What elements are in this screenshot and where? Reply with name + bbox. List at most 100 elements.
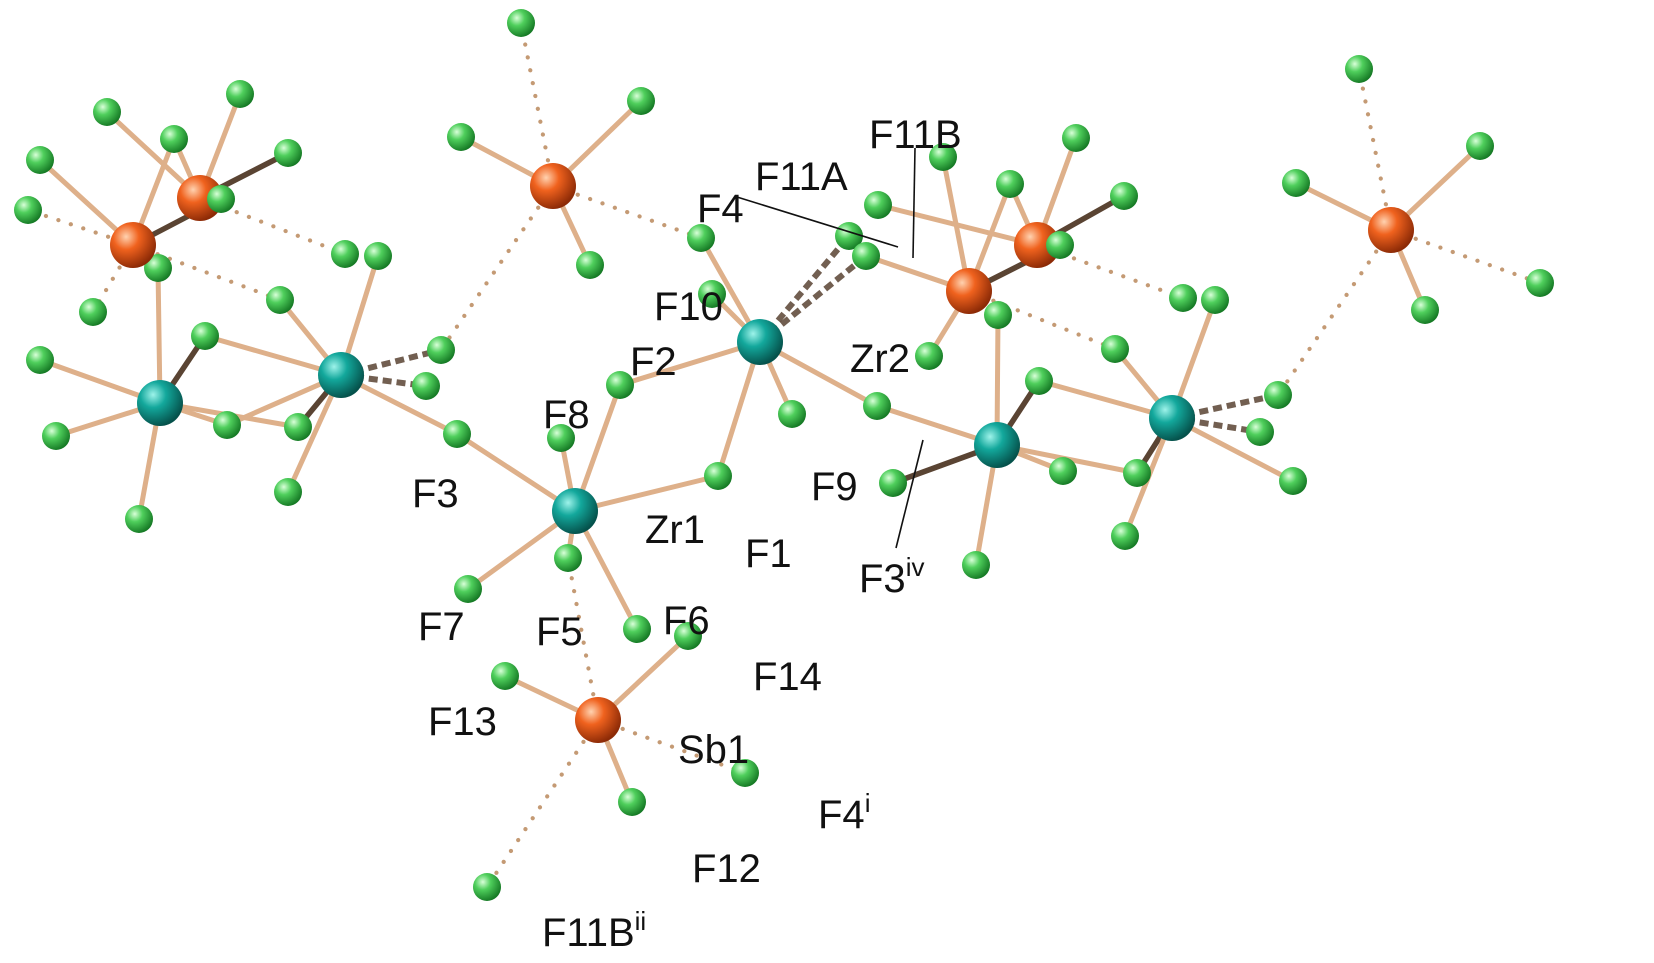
- fluorine-atom-tc1: [507, 9, 535, 37]
- label-f3iv: F3iv: [859, 552, 924, 601]
- fluorine-atom-ua2: [160, 125, 188, 153]
- label-f11b: F11B: [869, 113, 962, 157]
- fluorine-atom-f8: [547, 424, 575, 452]
- fluorine-atom-lf2: [42, 422, 70, 450]
- fluorine-atom-f12: [618, 788, 646, 816]
- label-f4i: F4i: [818, 788, 870, 837]
- atoms: [14, 9, 1554, 901]
- fluorine-atom-ua7: [14, 196, 42, 224]
- label-f5: F5: [536, 610, 583, 654]
- zirconium-atom-zr1: [552, 488, 598, 534]
- zirconium-atom-zrr2: [1149, 395, 1195, 441]
- label-f8: F8: [543, 393, 590, 437]
- fluorine-atom-rf9: [1279, 467, 1307, 495]
- fluorine-atom-f7: [454, 575, 482, 603]
- fluorine-atom-f14: [674, 622, 702, 650]
- fluorine-atom-f11b: [852, 242, 880, 270]
- fluorine-atom-ua1: [93, 98, 121, 126]
- antimony-atom-sbc: [530, 163, 576, 209]
- contact-sbc-f4: [550, 183, 704, 241]
- fluorine-atom-rf5: [1123, 459, 1151, 487]
- label-leaders: [736, 147, 924, 549]
- leader-f11b: [912, 147, 916, 259]
- fluorine-atom-f3: [443, 420, 471, 448]
- fluorine-atom-lf10: [427, 336, 455, 364]
- contact-sb1-f4i: [595, 717, 748, 776]
- fluorine-atom-rf2: [962, 551, 990, 579]
- fluorine-atom-ru6: [915, 342, 943, 370]
- fluorine-atom-lf6: [284, 413, 312, 441]
- bond-zr2-f2: [617, 339, 763, 388]
- label-f7: F7: [418, 605, 465, 649]
- fluorine-atom-ru3: [1062, 124, 1090, 152]
- fluorine-atom-rf4: [1049, 457, 1077, 485]
- fluorine-atom-rf6: [1111, 522, 1139, 550]
- contact-sbd-rf8: [966, 288, 1118, 352]
- bond-zr2-f1: [715, 339, 763, 479]
- fluorine-atom-ru1: [929, 143, 957, 171]
- fluorine-atom-rf12: [984, 301, 1012, 329]
- antimony-atom-sbe: [1014, 222, 1060, 268]
- label-zr1: Zr1: [645, 508, 705, 552]
- contact-sb1-f5: [565, 555, 601, 723]
- label-f3: F3: [412, 472, 459, 516]
- fluorine-atom-tc3: [627, 87, 655, 115]
- fluorine-atom-f10: [698, 280, 726, 308]
- fluorine-atom-lf7: [274, 478, 302, 506]
- antimony-atom-sbd: [946, 268, 992, 314]
- fluorine-atom-ua8: [79, 298, 107, 326]
- fluorine-atom-lf3: [125, 505, 153, 533]
- fluorine-atom-lf4: [191, 322, 219, 350]
- fluorine-atom-ua4: [274, 139, 302, 167]
- fluorine-atom-ru2: [996, 170, 1024, 198]
- label-f9: F9: [811, 465, 858, 509]
- fluorine-atom-ua3: [226, 80, 254, 108]
- fluorine-atom-ru8: [864, 191, 892, 219]
- fluorine-atom-rf7: [1201, 286, 1229, 314]
- antimony-atom-sba: [177, 175, 223, 221]
- label-zr2: Zr2: [850, 337, 910, 381]
- fluorine-atom-fr4: [1411, 296, 1439, 324]
- fluorine-atom-ua5: [207, 185, 235, 213]
- fluorine-atom-tc2: [447, 123, 475, 151]
- fluorine-atom-ua6: [26, 146, 54, 174]
- bond-zr2-f11a: [757, 234, 852, 344]
- fluorine-atom-ru5: [1046, 231, 1074, 259]
- fluorine-atom-f11bii: [473, 873, 501, 901]
- zirconium-atom-zrr1: [974, 422, 1020, 468]
- zirconium-atom-zrl1: [137, 380, 183, 426]
- antimony-atom-sbf: [1368, 207, 1414, 253]
- fluorine-atom-ru7: [1169, 284, 1197, 312]
- secondary-contacts: [25, 20, 1543, 890]
- fluorine-atom-tc4: [576, 251, 604, 279]
- contact-sb1-f11bii: [484, 717, 601, 890]
- zirconium-atom-zr2: [737, 319, 783, 365]
- fluorine-atom-f2: [606, 371, 634, 399]
- fluorine-atom-f1: [704, 462, 732, 490]
- fluorine-atom-rf8: [1101, 335, 1129, 363]
- fluorine-atom-fr1: [1345, 55, 1373, 83]
- fluorine-atom-rf1: [879, 469, 907, 497]
- fluorine-atom-fr2: [1282, 169, 1310, 197]
- contact-sbf-rf10: [1275, 227, 1394, 398]
- fluorine-atom-fr5: [1526, 269, 1554, 297]
- fluorine-atom-fr3: [1466, 132, 1494, 160]
- leader-f3iv: [895, 439, 924, 549]
- contact-sbc-lf10: [438, 183, 556, 353]
- fluorine-atom-f5: [554, 544, 582, 572]
- fluorine-atom-lf8: [364, 242, 392, 270]
- contact-sbc-tc1: [518, 20, 556, 189]
- fluorine-atom-f4i: [731, 759, 759, 787]
- antimony-atom-sbb: [110, 222, 156, 268]
- label-sb1: Sb1: [678, 728, 749, 772]
- label-f14: F14: [753, 655, 822, 699]
- antimony-atom-sb1: [575, 697, 621, 743]
- fluorine-atom-lf11: [412, 372, 440, 400]
- label-f2: F2: [630, 340, 677, 384]
- bond-zrl2-lf4: [202, 333, 344, 378]
- label-f10: F10: [654, 285, 723, 329]
- atom-labels: Zr1 Zr2 Sb1 F1 F2 F3 F4 F5 F6 F7 F8 F9 F…: [412, 113, 962, 955]
- bond-zr1-f1: [572, 473, 721, 514]
- fluorine-atom-f4: [687, 224, 715, 252]
